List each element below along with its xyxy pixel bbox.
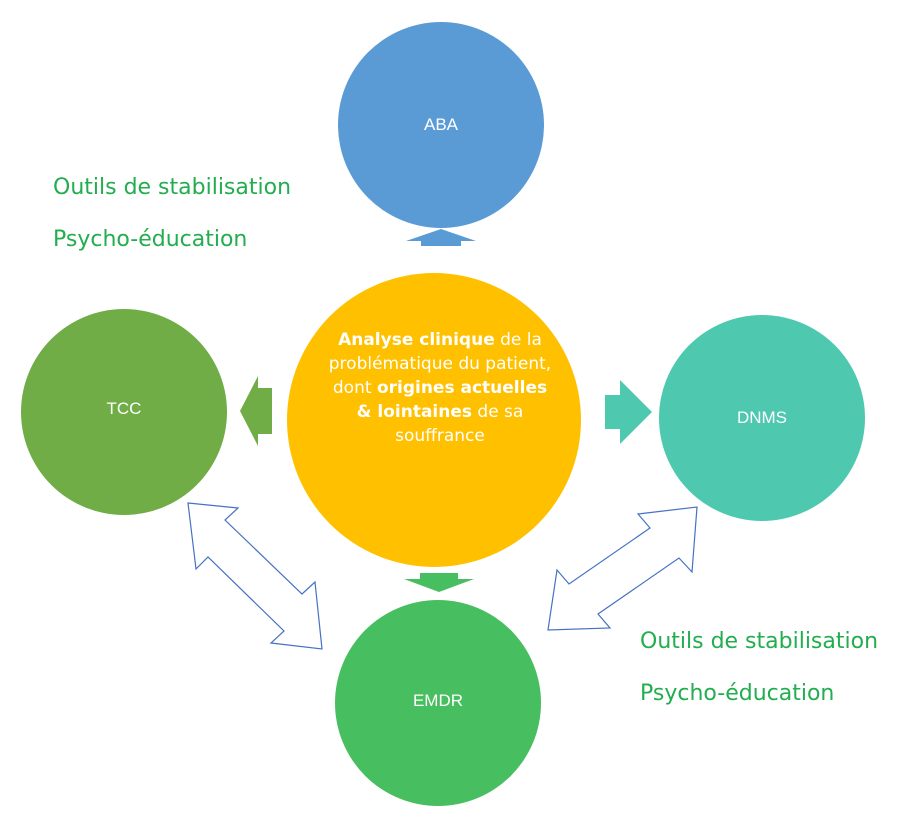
note-left-psychoeducation: Psycho-éducation (53, 227, 248, 252)
emdr-circle (335, 600, 541, 806)
arrow-down-icon (404, 573, 474, 592)
notes-right: Outils de stabilisation Psycho-éducation (640, 616, 878, 720)
arrow-right-icon (605, 380, 652, 444)
note-right-stabilisation: Outils de stabilisation (640, 629, 879, 654)
arrow-up-icon (406, 229, 476, 246)
center-bold-3: origines actuelles & lointaines (356, 378, 548, 422)
arrow-left-icon (240, 376, 272, 446)
note-left-stabilisation: Outils de stabilisation (53, 175, 292, 200)
center-description: Analyse clinique de la problématique du … (328, 328, 552, 448)
emdr-label: EMDR (412, 691, 464, 710)
center-circle (287, 273, 581, 567)
tcc-label: TCC (106, 399, 142, 418)
notes-left: Outils de stabilisation Psycho-éducation (53, 162, 291, 266)
aba-circle (338, 22, 544, 228)
dnms-label: DNMS (736, 408, 788, 427)
double-arrow-icon-left (187, 502, 323, 650)
center-text-2: de la problématique du patient, dont (328, 330, 552, 398)
note-right-psychoeducation: Psycho-éducation (640, 681, 835, 706)
dnms-circle (659, 315, 865, 521)
aba-label: ABA (423, 115, 459, 134)
double-arrow-icon-right (547, 506, 698, 631)
center-bold-1: Analyse clinique (338, 330, 495, 350)
center-text-4: de sa souffrance (395, 402, 524, 446)
tcc-circle (21, 309, 227, 515)
